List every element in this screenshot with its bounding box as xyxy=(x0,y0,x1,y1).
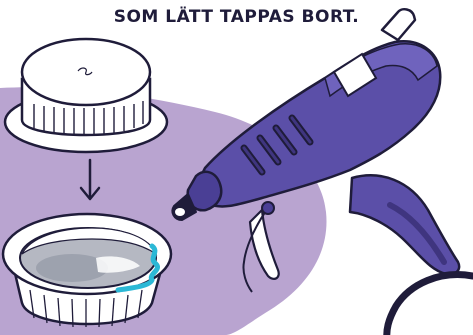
caption-text: SOM LÄTT TAPPAS BORT. xyxy=(0,7,473,27)
cable-icon xyxy=(387,275,473,335)
open-cap-icon xyxy=(3,214,171,327)
bottle-cap-icon xyxy=(5,39,167,152)
